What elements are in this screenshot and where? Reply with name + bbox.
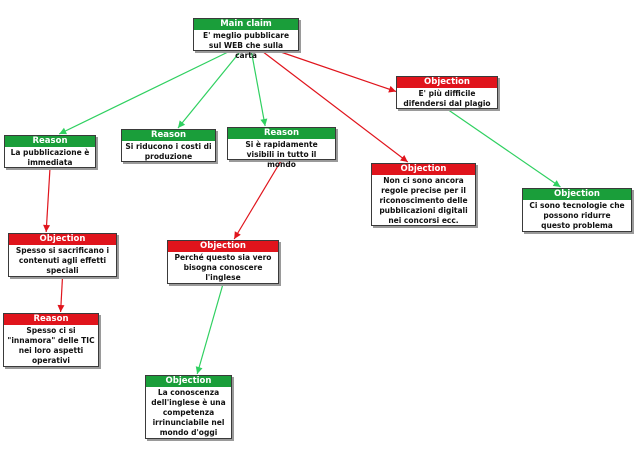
node-header: Objection [168, 241, 278, 252]
node-text: Spesso ci si "innamora" delle TIC nei lo… [7, 326, 95, 365]
arrowhead-o4-r4 [57, 304, 65, 312]
node-text: Ci sono tecnologie che possono ridurre q… [529, 201, 625, 230]
connector-r1-o4 [45, 167, 51, 233]
node-header: Objection [523, 189, 631, 200]
connector-o5-o6 [196, 283, 224, 375]
connector-main-o2 [261, 50, 409, 163]
node-objection-inglese[interactable]: Objection Perché questo sia vero bisogna… [167, 240, 279, 284]
node-text: La pubblicazione è immediata [10, 148, 90, 167]
node-text: E' meglio pubblicare sul WEB che sulla c… [202, 31, 290, 60]
node-objection-conoscenza-inglese[interactable]: Objection La conoscenza dell'inglese è u… [145, 375, 232, 439]
node-text: Perché questo sia vero bisogna conoscere… [174, 253, 272, 282]
node-reason-costi[interactable]: Reason Si riducono i costi di produzione [121, 129, 216, 162]
arrowhead-r1-o4 [43, 224, 51, 232]
node-reason-innamora[interactable]: Reason Spesso ci si "innamora" delle TIC… [3, 313, 99, 367]
node-objection-regole[interactable]: Objection Non ci sono ancora regole prec… [371, 163, 476, 226]
connector-main-r1 [58, 50, 231, 135]
node-text: Si riducono i costi di produzione [125, 142, 212, 161]
node-objection-effetti-speciali[interactable]: Objection Spesso si sacrificano i conten… [8, 233, 117, 277]
connector-r3-o5 [233, 159, 283, 240]
node-text: E' più difficile difendersi dal plagio [403, 89, 491, 108]
arrowhead-o5-o6 [195, 366, 203, 374]
node-text: Non ci sono ancora regole precise per il… [379, 176, 468, 225]
connector-main-o1 [277, 50, 397, 93]
arrowhead-main-o2 [400, 154, 408, 162]
arrowhead-r3-o5 [234, 231, 241, 239]
arrowhead-main-o1 [388, 85, 396, 93]
arrowhead-main-r3 [260, 118, 268, 126]
node-header: Main claim [194, 19, 298, 30]
node-reason-visibili[interactable]: Reason Si è rapidamente visibili in tutt… [227, 127, 336, 169]
node-header: Objection [146, 376, 231, 387]
node-header: Reason [5, 136, 95, 147]
node-main-claim[interactable]: Main claim E' meglio pubblicare sul WEB … [193, 18, 299, 60]
node-text: Si è rapidamente visibili in tutto il mo… [245, 140, 318, 169]
node-header: Reason [122, 130, 215, 141]
connector-main-r3 [250, 50, 266, 127]
node-reason-immediata[interactable]: Reason La pubblicazione è immediata [4, 135, 96, 168]
node-header: Objection [9, 234, 116, 245]
arrowhead-main-r2 [178, 120, 186, 128]
node-objection-tecnologie[interactable]: Objection Ci sono tecnologie che possono… [522, 188, 632, 232]
node-header: Reason [4, 314, 98, 325]
node-text: Spesso si sacrificano i contenuti agli e… [15, 246, 110, 275]
node-text: La conoscenza dell'inglese è una compete… [151, 388, 226, 437]
node-header: Reason [228, 128, 335, 139]
node-objection-plagio[interactable]: Objection E' più difficile difendersi da… [396, 76, 498, 109]
arrowhead-main-r1 [59, 127, 68, 135]
connector-o1-o3 [446, 108, 561, 188]
arrowhead-o1-o3 [552, 180, 561, 187]
connector-main-r2 [177, 50, 242, 129]
node-header: Objection [397, 77, 497, 88]
node-header: Objection [372, 164, 475, 175]
